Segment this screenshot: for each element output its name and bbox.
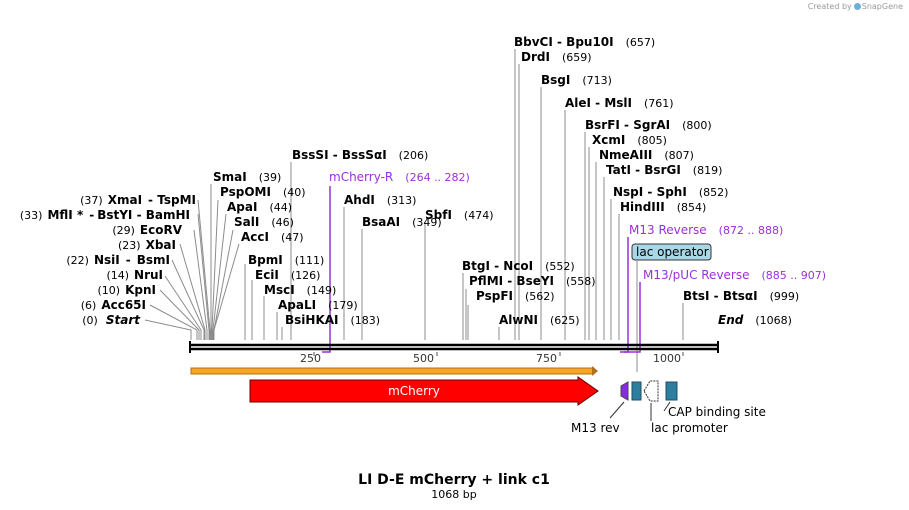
enzyme-label-ecorv: (29)EcoRV <box>112 223 182 237</box>
enzyme-label-acc65i: (6)Acc65I <box>81 298 146 312</box>
enzyme-label-tati: TatI - BsrGI(819) <box>606 163 722 177</box>
enzyme-label-drdi: DrdI(659) <box>521 50 592 64</box>
ruler-tick-label: 750 <box>536 352 557 365</box>
enzyme-label-nmeaiii: NmeAIII(807) <box>599 148 694 162</box>
orf-bar <box>190 367 595 375</box>
enzyme-label-start: (0)Start <box>82 313 141 327</box>
enzyme-label-ecii: EciI(126) <box>255 268 320 282</box>
orf-arrowhead <box>592 366 598 376</box>
enzyme-label-ahdi: AhdI(313) <box>344 193 416 207</box>
enzyme-label-pspfi: PspFI(562) <box>476 289 555 303</box>
enzyme-label-nrui: (14)NruI <box>106 268 163 282</box>
enzyme-label-kpni: (10)KpnI <box>98 283 157 297</box>
enzyme-label-apai: ApaI(44) <box>227 200 292 214</box>
enzyme-label-end: End(1068) <box>718 313 792 327</box>
enzyme-label-bsrfi: BsrFI - SgrAI(800) <box>585 118 712 132</box>
lac-operator-callout <box>631 243 712 261</box>
primer-markers <box>322 186 641 353</box>
enzyme-label-xcmi: XcmI(805) <box>592 133 667 147</box>
enzyme-label-hindiii: HindIII(854) <box>620 200 706 214</box>
snapgene-logo-icon <box>853 3 861 10</box>
enzyme-label-nsii: (22)NsiI-BsmI <box>66 253 170 267</box>
enzyme-label-bsaai: BsaAI(349) <box>362 215 442 229</box>
ruler-tick-label: 1000 <box>653 352 681 365</box>
snapgene-credit: Created by SnapGene <box>808 2 903 11</box>
enzyme-label-mfli: (33)MflI *-BstYI - BamHI <box>20 208 190 222</box>
enzyme-label-nspi: NspI - SphI(852) <box>613 185 728 199</box>
cap-binding-site-label: CAP binding site <box>668 405 766 419</box>
enzyme-label-btgi: BtgI - NcoI(552) <box>462 259 575 273</box>
enzyme-label-pspomi: PspOMI(40) <box>220 185 306 199</box>
lac-promoter-feature[interactable] <box>643 380 659 402</box>
sequence-backbone <box>189 341 719 353</box>
primer-label-m13-puc-reverse: M13/pUC Reverse(885 .. 907) <box>643 268 826 282</box>
enzyme-label-pflmi: PflMI - BseYI(558) <box>469 274 596 288</box>
enzyme-label-acci: AccI(47) <box>241 230 304 244</box>
enzyme-label-bsssi: BssSI - BssSαI(206) <box>292 148 428 162</box>
enzyme-label-btsi: BtsI - BtsαI(999) <box>683 289 799 303</box>
enzyme-label-bpmi: BpmI(111) <box>248 253 324 267</box>
enzyme-label-bsihkai: BsiHKAI(183) <box>285 313 380 327</box>
enzyme-label-xmai: (37)XmaI-TspMI <box>80 193 196 207</box>
lac-promoter-label: lac promoter <box>651 421 728 435</box>
primer-label-m13-reverse: M13 Reverse(872 .. 888) <box>629 223 783 237</box>
m13-rev-label: M13 rev <box>571 421 620 435</box>
ruler-tick-label: 500 <box>413 352 434 365</box>
ruler-tick-label: 250 <box>300 352 321 365</box>
map-title: LI D-E mCherry + link c1 <box>358 472 550 488</box>
enzyme-label-xbai: (23)XbaI <box>118 238 176 252</box>
map-subtitle: 1068 bp <box>431 488 476 501</box>
enzyme-label-alei: AleI - MslI(761) <box>565 96 674 110</box>
credit-brand: SnapGene <box>861 2 903 11</box>
primer-label-mcherry-r: mCherry-R(264 .. 282) <box>329 170 470 184</box>
enzyme-label-bbvci: BbvCI - Bpu10I(657) <box>514 35 655 49</box>
mcherry-label: mCherry <box>388 384 440 398</box>
enzyme-label-sbfi: SbfI(474) <box>425 208 494 222</box>
enzyme-label-alwni: AlwNI(625) <box>499 313 580 327</box>
enzyme-label-sali: SalI(46) <box>234 215 294 229</box>
enzyme-label-msci: MscI(149) <box>264 283 336 297</box>
enzyme-label-apali: ApaLI(179) <box>278 298 358 312</box>
enzyme-label-bsgi: BsgI(713) <box>541 73 612 87</box>
enzyme-label-smai: SmaI(39) <box>213 170 281 184</box>
cap-binding-site-feature[interactable] <box>665 381 678 401</box>
connector-lines <box>144 49 684 372</box>
feature-leaders <box>609 401 671 421</box>
credit-prefix: Created by <box>807 2 852 11</box>
m13-rev-feature[interactable] <box>620 381 629 401</box>
mcherry-feature[interactable] <box>249 376 599 406</box>
lac-operator-feature[interactable] <box>631 381 642 401</box>
ruler <box>313 352 684 356</box>
lac-operator-label: lac operator <box>636 245 709 259</box>
